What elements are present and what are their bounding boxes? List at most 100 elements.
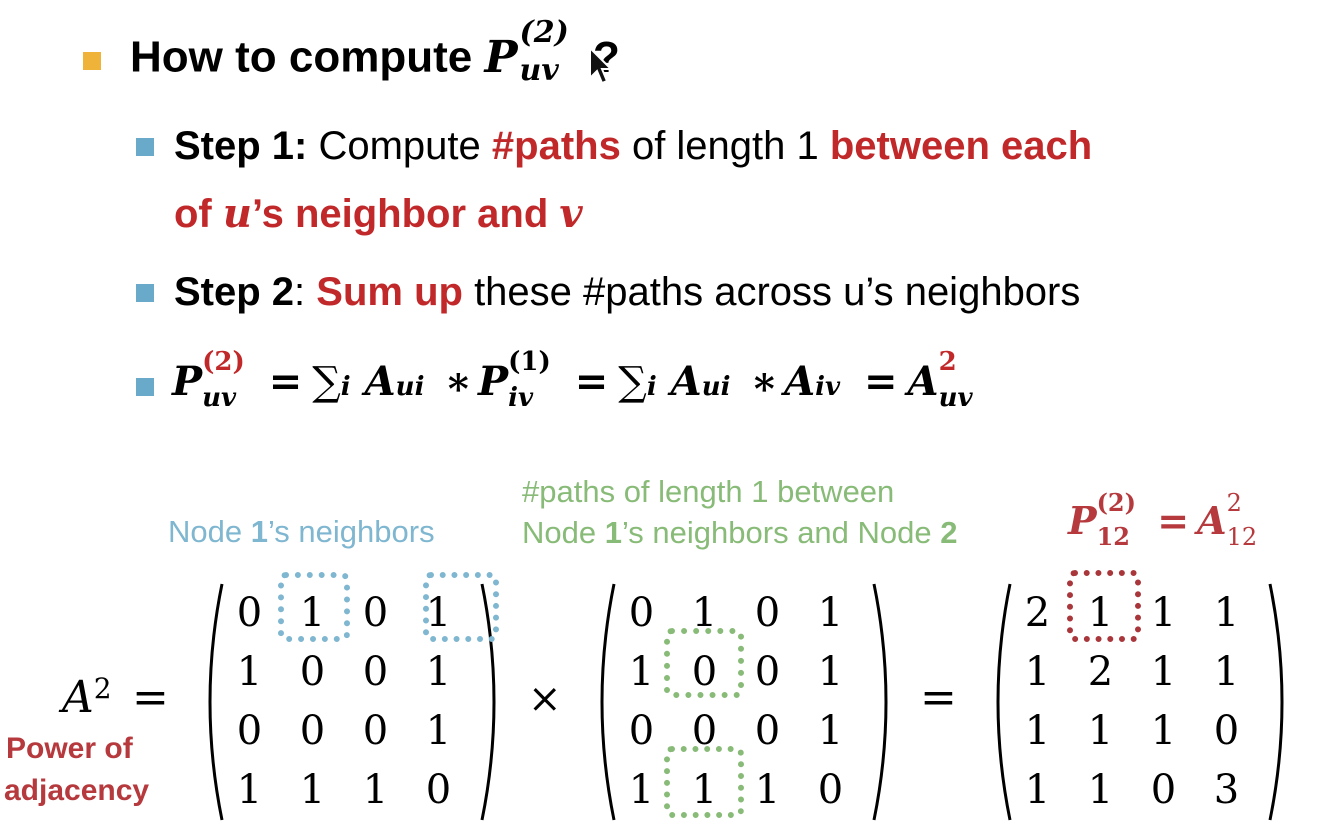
heading-sub: uv xyxy=(519,53,559,88)
heading-text: How to compute xyxy=(130,32,485,82)
matrix-cell: 1 xyxy=(1024,649,1051,695)
lhs-A: A xyxy=(62,672,94,723)
times-sign: × xyxy=(528,676,562,722)
right-paren-icon xyxy=(1268,583,1284,821)
heading-sup: (2) xyxy=(519,15,569,50)
matrix-cell: 1 xyxy=(1087,590,1114,636)
step1-v: v xyxy=(559,190,583,237)
left-paren-icon xyxy=(600,583,616,821)
rhs-equals: = xyxy=(920,672,957,723)
matrix-cell: 1 xyxy=(425,590,452,636)
matrix-cell: 1 xyxy=(1024,767,1051,813)
lhs-sup: 2 xyxy=(93,672,112,705)
highlight-neighbor-col2 xyxy=(278,572,350,642)
label-adjacency: adjacency xyxy=(4,774,150,807)
formula-iv1: iv xyxy=(508,383,534,413)
step1-of: of xyxy=(174,192,223,236)
formula-eq2: = xyxy=(574,358,609,405)
matrix-cell: 1 xyxy=(236,649,263,695)
matrix-cell: 1 xyxy=(691,767,718,813)
mouse-cursor-icon xyxy=(589,46,614,85)
label-power-of: Power of xyxy=(6,732,133,765)
step1-neighbor-and: ’s neighbor and xyxy=(251,192,560,236)
heading: How to compute P(2)uv ? xyxy=(130,18,620,90)
formula-eq1: = xyxy=(268,358,303,405)
matrix-cell: 0 xyxy=(299,708,326,754)
matrix-cell: 0 xyxy=(299,649,326,695)
matrix-cell: 0 xyxy=(362,708,389,754)
left-paren-icon xyxy=(208,583,224,821)
matrix-cell: 1 xyxy=(628,649,655,695)
formula-A4: A xyxy=(907,358,939,405)
matrix-cell: 1 xyxy=(1150,590,1177,636)
formula-sum2: ∑ xyxy=(618,359,647,405)
matrix-cell: 0 xyxy=(754,649,781,695)
formula-i2: i xyxy=(646,372,657,402)
matrix-cell: 1 xyxy=(1150,649,1177,695)
matrix-cell: 1 xyxy=(817,590,844,636)
matrix-cell: 1 xyxy=(817,649,844,695)
matrix-cell: 1 xyxy=(817,708,844,754)
matrix-cell: 1 xyxy=(1087,708,1114,754)
step2-sum-up: Sum up xyxy=(316,270,463,314)
step1-label: Step 1: xyxy=(174,124,308,168)
step1-text-b: of length 1 xyxy=(620,124,830,168)
matrix-cell: 2 xyxy=(1087,649,1114,695)
matrix-cell: 0 xyxy=(362,590,389,636)
res-eq: = xyxy=(1157,498,1190,543)
matrix-cell: 1 xyxy=(1213,649,1240,695)
ann2-a: Node xyxy=(522,515,605,550)
formula-times2: ∗ xyxy=(750,358,779,405)
highlight-result-12 xyxy=(1067,570,1141,642)
left-paren-icon xyxy=(996,583,1012,821)
matrix-cell: 1 xyxy=(299,590,326,636)
matrix-cell: 1 xyxy=(1213,590,1240,636)
step1-text-a: Compute xyxy=(307,124,492,168)
bullet-square-blue xyxy=(136,284,154,302)
ann2-b: 1 xyxy=(604,515,622,550)
bullet-square-blue xyxy=(136,378,154,396)
res-sup: (2) xyxy=(1096,487,1136,517)
formula-iv2: iv xyxy=(815,372,841,402)
formula-eq3: = xyxy=(864,358,898,405)
matrix-cell: 0 xyxy=(1213,708,1240,754)
res-sub: 12 xyxy=(1096,521,1130,551)
bullet-square-orange xyxy=(83,52,101,70)
res-A: A xyxy=(1197,498,1227,543)
matrix-cell: 0 xyxy=(628,590,655,636)
formula-A2: A xyxy=(670,358,702,405)
step2-colon: : xyxy=(294,270,317,314)
matrix-cell: 1 xyxy=(1024,708,1051,754)
right-paren-icon xyxy=(872,583,888,821)
ann2-d: 2 xyxy=(940,515,958,550)
step1-line1: Step 1: Compute #paths of length 1 betwe… xyxy=(174,124,1092,169)
matrix-cell: 0 xyxy=(817,767,844,813)
step1-paths: #paths xyxy=(491,124,621,168)
matrix-cell: 2 xyxy=(1024,590,1051,636)
formula-sup1: (1) xyxy=(508,347,551,377)
formula-sup2: (2) xyxy=(202,347,245,377)
formula-A3: A xyxy=(784,358,816,405)
step1-line2: of u’s neighbor and v xyxy=(174,190,583,237)
highlight-path-row2 xyxy=(664,628,744,698)
annotation-paths-line2: Node 1’s neighbors and Node 2 xyxy=(522,515,958,551)
matrix-cell: 1 xyxy=(362,767,389,813)
matrix-cell: 1 xyxy=(628,767,655,813)
matrix-cell: 0 xyxy=(691,649,718,695)
right-paren-icon xyxy=(480,583,496,821)
formula-uv1: uv xyxy=(202,383,237,413)
res-Asup: 2 xyxy=(1226,488,1242,517)
bullet-square-blue xyxy=(136,138,154,156)
matrix-cell: 1 xyxy=(754,767,781,813)
matrix-cell: 1 xyxy=(1150,708,1177,754)
ann-num1: 1 xyxy=(250,514,268,549)
res-Asub: 12 xyxy=(1226,522,1258,551)
ann2-c: ’s neighbors and Node xyxy=(621,515,941,550)
matrix-cell: 0 xyxy=(236,708,263,754)
step2-line: Step 2: Sum up these #paths across u’s n… xyxy=(174,270,1080,315)
